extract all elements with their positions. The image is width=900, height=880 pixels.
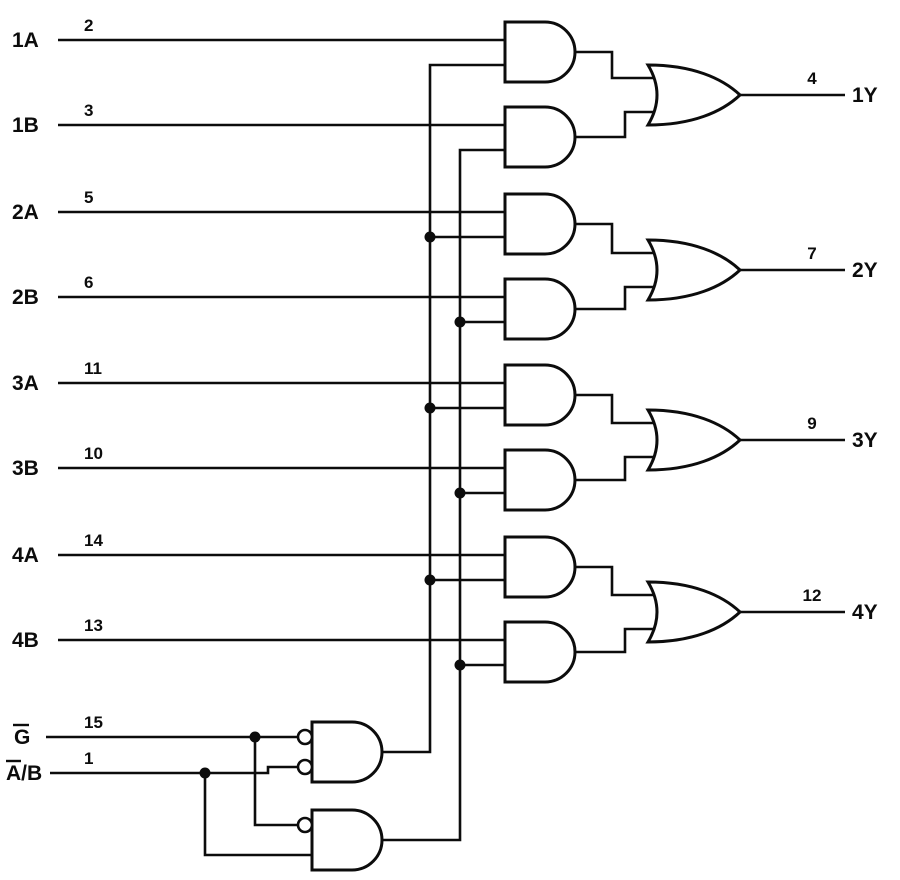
wire-ab-branch bbox=[203, 773, 312, 857]
wire-and2a-or2 bbox=[575, 222, 655, 255]
junction-dot bbox=[249, 731, 261, 743]
wire-and3b-or3 bbox=[575, 455, 655, 482]
wire-and4a-or4 bbox=[575, 565, 655, 597]
output-pin-4y: 12 bbox=[803, 586, 822, 605]
junction-dot bbox=[424, 574, 436, 586]
wire-select-b-net bbox=[382, 148, 505, 842]
input-label-g: G bbox=[14, 726, 30, 749]
junction-dots bbox=[199, 231, 466, 779]
input-label-1b: 1B bbox=[12, 114, 39, 137]
input-label-2a: 2A bbox=[12, 201, 39, 224]
input-label-4a: 4A bbox=[12, 544, 39, 567]
input-pin-4a: 14 bbox=[84, 531, 103, 550]
and-gate-1a bbox=[503, 20, 577, 84]
junction-dot bbox=[454, 659, 466, 671]
input-pin-3a: 11 bbox=[84, 359, 102, 378]
wire-and3a-or3 bbox=[575, 393, 655, 425]
output-label-4y: 4Y bbox=[852, 601, 878, 624]
input-label-3b: 3B bbox=[12, 457, 39, 480]
output-label-2y: 2Y bbox=[852, 259, 878, 282]
or-gate-3y bbox=[645, 408, 743, 472]
output-label-1y: 1Y bbox=[852, 84, 878, 107]
input-label-3a: 3A bbox=[12, 372, 39, 395]
input-pin-1b: 3 bbox=[84, 101, 93, 120]
input-label-1a: 1A bbox=[12, 29, 39, 52]
output-label-3y: 3Y bbox=[852, 429, 878, 452]
input-pin-2b: 6 bbox=[84, 273, 93, 292]
wire-g-branch bbox=[253, 737, 298, 827]
junction-dot bbox=[199, 767, 211, 779]
invert-bubble-g-bottom-icon bbox=[296, 816, 314, 834]
and-gate-4b bbox=[503, 620, 577, 684]
input-labels: 1A 2 1B 3 2A 5 2B 6 3A 11 3B 10 4A 14 4B… bbox=[6, 16, 103, 785]
input-label-2b: 2B bbox=[12, 286, 39, 309]
output-pin-2y: 7 bbox=[807, 244, 816, 263]
and-gate-1b bbox=[503, 105, 577, 169]
junction-dot bbox=[424, 402, 436, 414]
and-gate-2b bbox=[503, 277, 577, 341]
output-pin-3y: 9 bbox=[807, 414, 816, 433]
wire-and4b-or4 bbox=[575, 627, 655, 654]
input-pin-2a: 5 bbox=[84, 188, 93, 207]
and-gate-select-a bbox=[310, 720, 384, 784]
or-gate-4y bbox=[645, 580, 743, 644]
invert-bubble-ab-top-icon bbox=[296, 758, 314, 776]
wire-and1b-or1 bbox=[575, 110, 655, 139]
junction-dot bbox=[424, 231, 436, 243]
input-pin-1a: 2 bbox=[84, 16, 93, 35]
inverter-bubbles bbox=[296, 728, 314, 834]
and-gate-2a bbox=[503, 192, 577, 256]
input-pin-3b: 10 bbox=[84, 444, 103, 463]
junction-dot bbox=[454, 316, 466, 328]
and-gate-3b bbox=[503, 448, 577, 512]
output-labels: 4 1Y 7 2Y 9 3Y 12 4Y bbox=[803, 69, 878, 624]
gates bbox=[310, 20, 743, 872]
or-gate-1y bbox=[645, 63, 743, 127]
and-gate-3a bbox=[503, 363, 577, 427]
and-gate-4a bbox=[503, 535, 577, 599]
wire-and2b-or2 bbox=[575, 285, 655, 311]
invert-bubble-g-top-icon bbox=[296, 728, 314, 746]
input-label-4b: 4B bbox=[12, 629, 39, 652]
input-pin-ab: 1 bbox=[84, 749, 93, 768]
input-pin-g: 15 bbox=[84, 713, 103, 732]
input-pin-4b: 13 bbox=[84, 616, 103, 635]
and-gate-select-b bbox=[310, 808, 384, 872]
or-gate-2y bbox=[645, 238, 743, 302]
junction-dot bbox=[454, 487, 466, 499]
input-label-ab: A/B bbox=[6, 762, 42, 785]
output-pin-1y: 4 bbox=[807, 69, 817, 88]
wire-input-ab bbox=[50, 765, 298, 775]
wire-and1a-or1 bbox=[575, 50, 655, 80]
